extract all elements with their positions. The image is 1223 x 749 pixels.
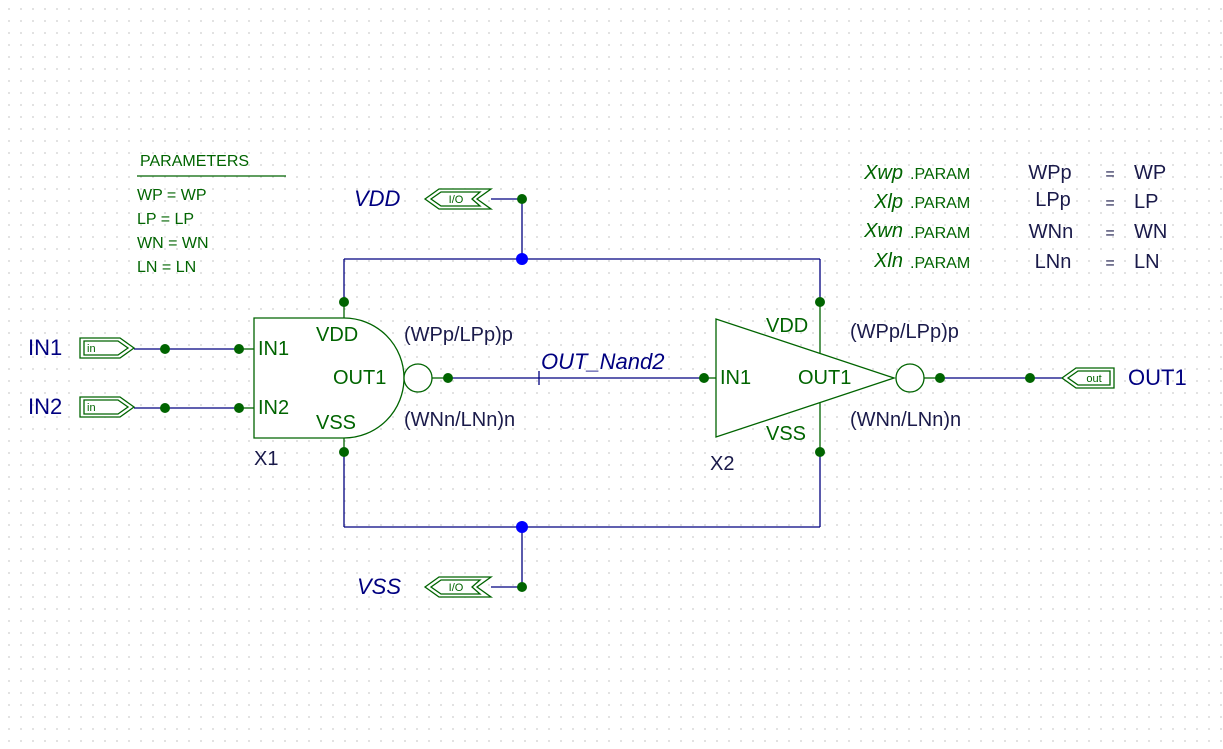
- inverter-pin-vdd-label: VDD: [766, 315, 808, 337]
- net-label-out1[interactable]: OUT1: [1128, 365, 1187, 390]
- param-def-value: LP: [1134, 191, 1158, 213]
- param-line: LP = LP: [137, 211, 194, 228]
- nand-pin-vdd-label: VDD: [316, 324, 358, 346]
- pin-dot[interactable]: [815, 297, 825, 307]
- param-def-name: LPp: [1035, 189, 1071, 211]
- nand-pin-out-label: OUT1: [333, 367, 386, 389]
- port-out1[interactable]: out: [1060, 367, 1115, 389]
- param-def-value: WN: [1134, 221, 1167, 243]
- pin-dot[interactable]: [1025, 373, 1035, 383]
- param-line: WN = WN: [137, 235, 209, 252]
- inverter-reference: X2: [710, 453, 734, 475]
- param-def-equals: =: [1105, 255, 1114, 272]
- junction-vdd[interactable]: [516, 253, 528, 265]
- param-def-instance: Xln: [873, 250, 903, 272]
- port-in2[interactable]: in: [79, 396, 136, 418]
- param-definitions[interactable]: Xwp .PARAM WPp = WP Xlp .PARAM LPp = LP …: [863, 162, 1167, 273]
- port-in1[interactable]: in: [79, 337, 136, 359]
- pin-dot[interactable]: [815, 447, 825, 457]
- net-label-in1[interactable]: IN1: [28, 335, 62, 360]
- inverter-pmos-size: (WPp/LPp)p: [850, 321, 959, 343]
- param-def-instance: Xlp: [873, 191, 903, 213]
- port-tag-label: in: [87, 343, 96, 355]
- param-def-equals: =: [1105, 166, 1114, 183]
- wires: [134, 198, 1062, 588]
- io-port-inner: [429, 579, 482, 595]
- param-def-value: LN: [1134, 251, 1160, 273]
- pin-dot[interactable]: [339, 447, 349, 457]
- param-def-keyword: .PARAM: [910, 225, 970, 242]
- param-def-equals: =: [1105, 225, 1114, 242]
- param-def-keyword: .PARAM: [910, 255, 970, 272]
- io-port-inner: [429, 191, 482, 207]
- inverter-pin-in1-label: IN1: [720, 367, 751, 389]
- port-tag-label: I/O: [449, 194, 464, 206]
- param-def-instance: Xwp: [863, 162, 903, 184]
- inverter-pin-vss-label: VSS: [766, 423, 806, 445]
- param-line: WP = WP: [137, 187, 207, 204]
- pin-dot[interactable]: [517, 582, 527, 592]
- net-label-vdd[interactable]: VDD: [354, 186, 401, 211]
- pin-dots: [160, 194, 1035, 592]
- nand-nmos-size: (WNn/LNn)n: [404, 409, 515, 431]
- input-port-inner: [83, 399, 130, 415]
- inverter-pin-out-label: OUT1: [798, 367, 851, 389]
- param-def-name: WNn: [1029, 221, 1073, 243]
- param-line: LN = LN: [137, 259, 196, 276]
- nand-pin-in1-label: IN1: [258, 338, 289, 360]
- port-tag-label: out: [1086, 373, 1101, 385]
- nand-pmos-size: (WPp/LPp)p: [404, 324, 513, 346]
- param-def-equals: =: [1105, 195, 1114, 212]
- param-def-value: WP: [1134, 162, 1166, 184]
- pin-dot[interactable]: [160, 344, 170, 354]
- pin-dot[interactable]: [339, 297, 349, 307]
- net-label-in2[interactable]: IN2: [28, 394, 62, 419]
- nand-reference: X1: [254, 448, 278, 470]
- inverter-nmos-size: (WNn/LNn)n: [850, 409, 961, 431]
- nand-pin-vss-label: VSS: [316, 412, 356, 434]
- pin-dot[interactable]: [234, 403, 244, 413]
- pin-dot[interactable]: [160, 403, 170, 413]
- pin-dot[interactable]: [443, 373, 453, 383]
- nand-gate-x1[interactable]: IN1 IN2 VDD VSS OUT1 X1 (WPp/LPp)p (WNn/…: [239, 302, 515, 470]
- output-port-inner: [1066, 370, 1111, 386]
- param-def-keyword: .PARAM: [910, 166, 970, 183]
- parameters-block[interactable]: PARAMETERS WP = WP LP = LP WN = WN LN = …: [137, 153, 286, 276]
- param-def-name: LNn: [1035, 251, 1072, 273]
- io-port-outer: [423, 188, 494, 210]
- pin-dot[interactable]: [517, 194, 527, 204]
- pin-dot[interactable]: [935, 373, 945, 383]
- pin-dot[interactable]: [234, 344, 244, 354]
- io-port-outer: [423, 576, 494, 598]
- net-label-out-nand2[interactable]: OUT_Nand2: [541, 349, 665, 374]
- param-def-instance: Xwn: [863, 220, 903, 242]
- input-port-inner: [83, 340, 130, 356]
- port-vss[interactable]: I/O: [423, 576, 494, 598]
- nand-bubble: [403, 363, 433, 393]
- inverter-x2[interactable]: IN1 VDD VSS OUT1 X2 (WPp/LPp)p (WNn/LNn)…: [704, 302, 961, 475]
- param-def-keyword: .PARAM: [910, 195, 970, 212]
- pin-dot[interactable]: [699, 373, 709, 383]
- port-tag-label: in: [87, 402, 96, 414]
- port-vdd[interactable]: I/O: [423, 188, 494, 210]
- inverter-bubble: [895, 363, 925, 393]
- parameters-title: PARAMETERS: [140, 153, 249, 170]
- net-label-vss[interactable]: VSS: [357, 574, 401, 599]
- nand-pin-in2-label: IN2: [258, 397, 289, 419]
- junction-vss[interactable]: [516, 521, 528, 533]
- port-tag-label: I/O: [449, 582, 464, 594]
- param-def-name: WPp: [1028, 162, 1071, 184]
